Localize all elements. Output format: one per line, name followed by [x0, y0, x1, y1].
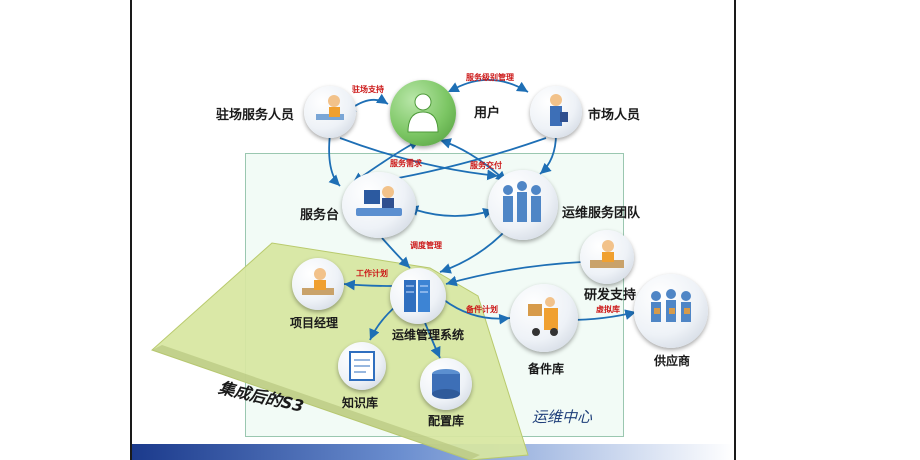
- ops-team-label: 运维服务团队: [562, 206, 641, 221]
- document-icon: [349, 351, 375, 381]
- service-desk-label: 服务台: [300, 208, 340, 223]
- server-rack-icon: [404, 280, 430, 312]
- s3-overlay-shadow: [152, 345, 480, 460]
- operator-at-desk-icon: [356, 186, 402, 216]
- arrow-desk-system: [381, 237, 411, 269]
- database-cylinder-icon: [432, 369, 460, 399]
- edge-label-onsite-support: 驻场支持: [352, 85, 384, 94]
- edge-label-service-delivery: 服务交付: [470, 161, 502, 170]
- project-manager-node: [292, 258, 344, 310]
- knowledge-base-node: [338, 342, 386, 390]
- knowledge-base-label: 知识库: [342, 396, 379, 410]
- user-node: [390, 80, 456, 146]
- right-frame-line: [734, 0, 736, 460]
- supplier-node: [634, 274, 708, 348]
- edge-label-virtual-store: 虚拟库: [596, 305, 620, 314]
- edge-label-parts-plan: 备件计划: [466, 305, 498, 314]
- left-frame-line: [130, 0, 132, 460]
- edge-label-service-level: 服务级别管理: [466, 73, 514, 82]
- people-group-icon: [503, 181, 541, 222]
- market-staff-node: [530, 86, 582, 138]
- arrow-system-pm: [343, 279, 393, 291]
- service-desk-node: [342, 172, 416, 238]
- arrow-user-market: [447, 79, 529, 93]
- person-icon: [550, 94, 568, 126]
- ops-system-label: 运维管理系统: [392, 328, 465, 342]
- ops-center-title: 运维中心: [532, 408, 593, 426]
- ops-team-node: [488, 170, 558, 240]
- arrow-market-team: [539, 133, 557, 175]
- ops-system-node: [390, 268, 446, 324]
- spare-store-label: 备件库: [528, 362, 565, 376]
- slide-bottom-bar: [132, 444, 734, 460]
- suppliers-group-icon: [651, 289, 691, 322]
- edge-label-service-request: 服务需求: [390, 159, 422, 168]
- supplier-label: 供应商: [654, 354, 691, 368]
- project-manager-label: 项目经理: [290, 316, 339, 330]
- operator-at-desk-icon: [316, 95, 344, 120]
- market-staff-label: 市场人员: [588, 108, 641, 123]
- arrow-system-spare: [443, 299, 511, 325]
- arrow-rd-system: [445, 261, 583, 287]
- operator-at-desk-icon: [302, 268, 334, 295]
- onsite-staff-node: [304, 86, 356, 138]
- edge-label-dispatch: 调度管理: [410, 241, 442, 250]
- arrow-onsite-team: [339, 137, 499, 181]
- arrow-onsite-user: [344, 93, 389, 114]
- config-base-node: [420, 358, 472, 410]
- edge-label-work-plan: 工作计划: [356, 269, 388, 278]
- config-base-label: 配置库: [428, 414, 465, 428]
- spare-store-node: [510, 284, 578, 352]
- onsite-staff-label: 驻场服务人员: [216, 108, 295, 123]
- arrow-onsite-desk: [328, 133, 341, 187]
- arrow-desk-team: [407, 205, 495, 219]
- forklift-icon: [528, 297, 558, 336]
- rd-support-node: [580, 230, 634, 284]
- rd-support-label: 研发支持: [584, 288, 637, 303]
- user-label: 用户: [474, 106, 501, 121]
- person-icon: [407, 93, 439, 133]
- operator-at-desk-icon: [590, 240, 624, 268]
